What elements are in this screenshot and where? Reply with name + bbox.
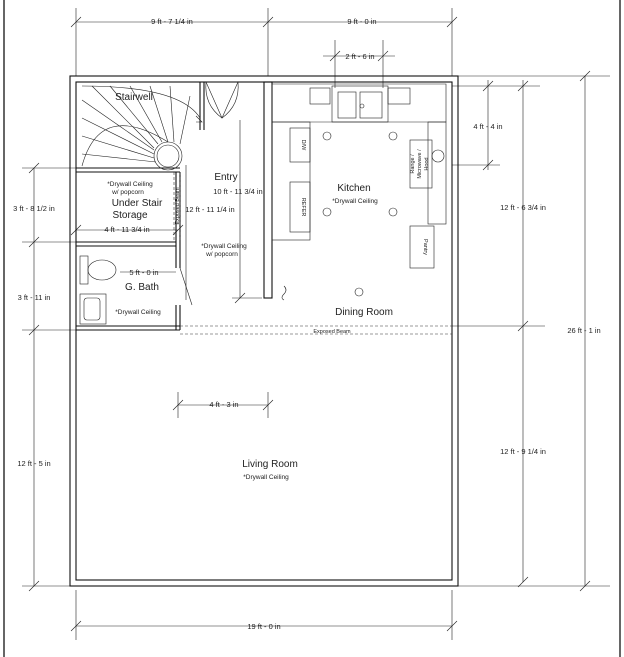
label-under-stair: Under Stair: [112, 198, 163, 209]
note-entry-popcorn: w/ popcorn: [205, 251, 238, 258]
toilet: [79, 255, 117, 285]
label-stairwell: Stairwell: [115, 92, 153, 103]
label-dining: Dining Room: [335, 307, 393, 318]
label-storage: Storage: [112, 210, 147, 221]
dim-left-living: 12 ft - 5 in: [17, 459, 50, 468]
label-kitchen: Kitchen: [337, 183, 370, 194]
dim-bottom-width: 19 ft - 0 in: [247, 622, 280, 631]
kitchen-cabinets: [271, 83, 447, 269]
note-entry-ceiling: *Drywall Ceiling: [201, 243, 247, 250]
exposed-beam: [173, 172, 452, 335]
note-living-ceiling: *Drywall Ceiling: [243, 474, 289, 481]
note-exposed-beam: Exposed Beam: [313, 329, 351, 335]
note-storage-ceiling: *Drywall Ceiling: [107, 181, 153, 188]
dim-right-upper: 4 ft - 4 in: [473, 122, 502, 131]
note-hall-beam: Exposed Beam: [175, 187, 181, 225]
ceiling-lights: [322, 131, 398, 297]
label-dishwasher: D/W: [300, 140, 306, 152]
dim-hall-width: 4 ft - 3 in: [209, 400, 238, 409]
dim-left-storage: 3 ft - 8 1/2 in: [13, 204, 55, 213]
dimension-lines: [22, 8, 610, 640]
label-hood: Hood: [424, 157, 430, 170]
dim-right-kitchen: 12 ft - 6 3/4 in: [500, 203, 546, 212]
label-entry: Entry: [214, 172, 237, 183]
dim-left-bath: 3 ft - 11 in: [18, 293, 51, 302]
label-refrigerator: REFER: [300, 198, 306, 217]
dim-bath-width: 5 ft - 0 in: [129, 268, 158, 277]
dim-storage-width: 4 ft - 11 3/4 in: [104, 225, 149, 234]
dim-sink-width: 2 ft - 6 in: [345, 52, 374, 61]
dim-entry-depth: 10 ft - 11 3/4 in: [213, 187, 262, 196]
dim-top-left: 9 ft - 7 1/4 in: [151, 17, 193, 26]
entry-door: [205, 81, 239, 119]
note-storage-popcorn: w/ popcorn: [111, 189, 144, 196]
dim-top-right: 9 ft - 0 in: [347, 17, 376, 26]
note-bath-ceiling: *Drywall Ceiling: [115, 309, 161, 316]
light-switch: [281, 285, 287, 301]
label-pantry: Pantry: [422, 239, 428, 255]
label-bath: G. Bath: [125, 282, 159, 293]
dim-right-living: 12 ft - 9 1/4 in: [500, 447, 546, 456]
dim-entry-height: 12 ft - 11 1/4 in: [185, 205, 234, 214]
dim-right-overall: 26 ft - 1 in: [567, 326, 600, 335]
bath-vanity: [79, 293, 107, 325]
spiral-stair: [81, 85, 203, 171]
note-kitchen-ceiling: *Drywall Ceiling: [332, 198, 378, 205]
label-range: Range /: [410, 154, 416, 174]
label-living: Living Room: [242, 459, 298, 470]
label-microwave: Microwave /: [417, 149, 423, 179]
walls: [69, 75, 459, 587]
